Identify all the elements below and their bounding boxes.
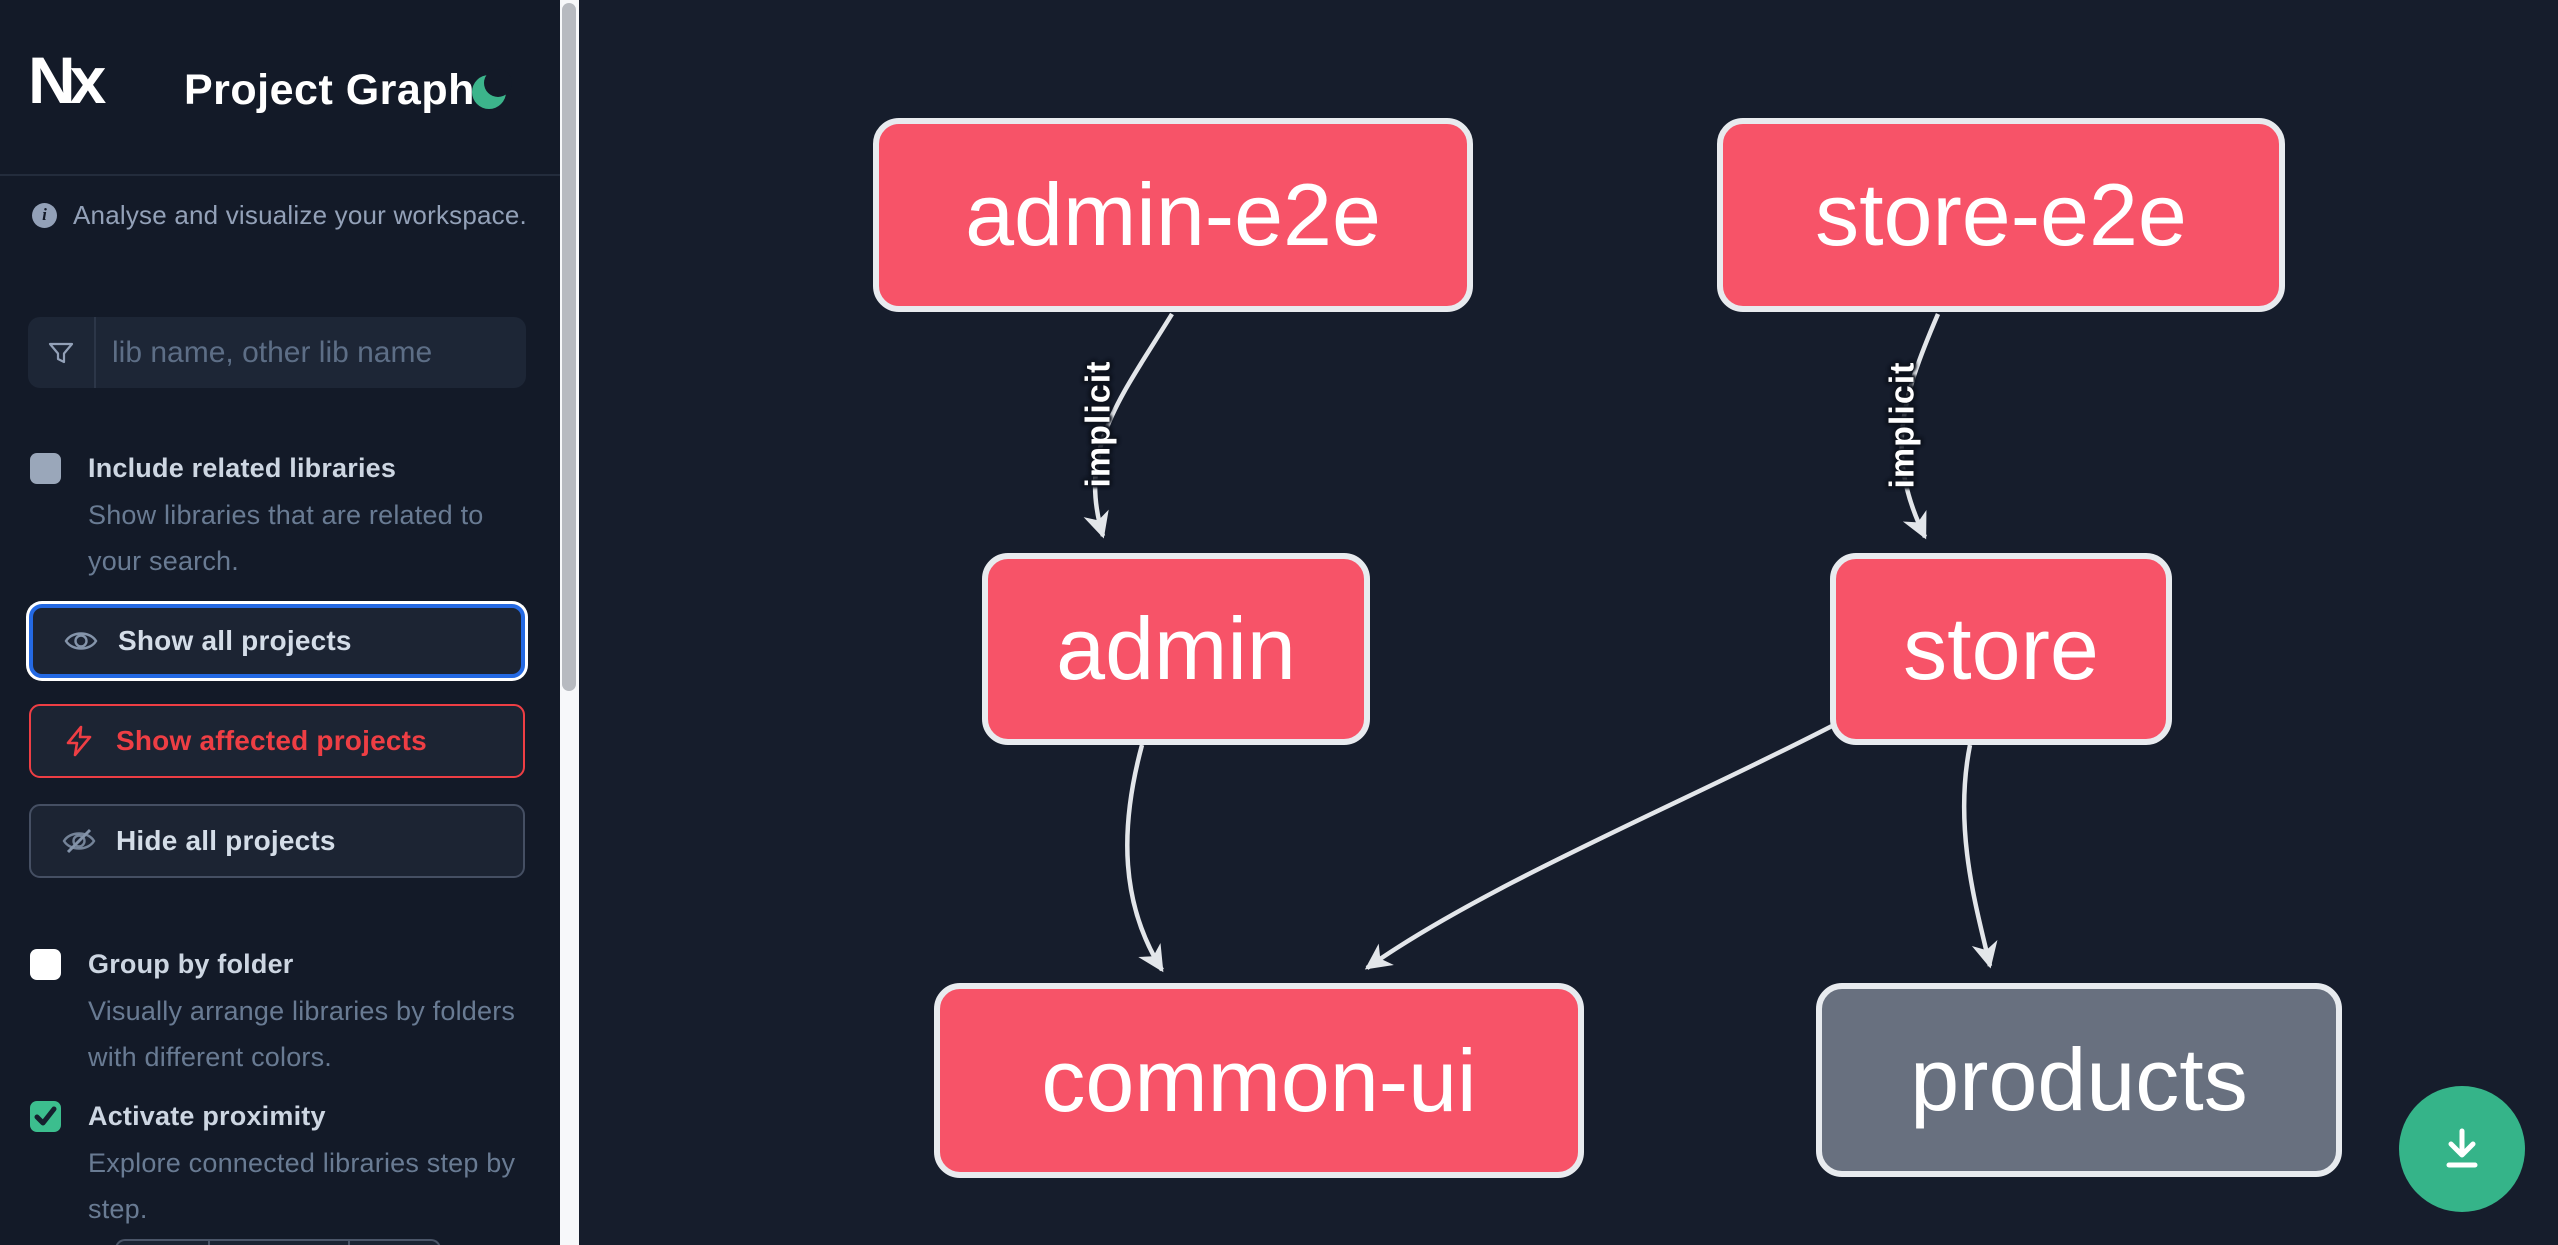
moon-icon xyxy=(468,69,512,115)
workspace-tagline: Analyse and visualize your workspace. xyxy=(73,199,527,230)
toggle-label: Activate proximity xyxy=(88,1101,326,1131)
include-related-checkbox[interactable] xyxy=(30,453,61,484)
node-admin[interactable]: admin xyxy=(982,553,1370,745)
toggle-description: Visually arrange libraries by folders wi… xyxy=(88,996,516,1072)
button-label: Hide all projects xyxy=(116,825,336,856)
show-affected-projects-button[interactable]: Show affected projects xyxy=(29,704,525,778)
edge-store-e2e-to-store xyxy=(1899,313,1941,540)
group-by-folder-checkbox[interactable] xyxy=(30,949,61,980)
header-divider xyxy=(0,174,560,176)
node-store-e2e[interactable]: store-e2e xyxy=(1717,118,2285,312)
edge-admin-to-common-ui xyxy=(1125,744,1164,973)
hide-all-projects-button[interactable]: Hide all projects xyxy=(29,804,525,878)
eye-icon xyxy=(63,623,99,659)
dependency-edges xyxy=(1083,312,1998,973)
scrollbar-thumb[interactable] xyxy=(562,3,576,691)
toggle-activate-proximity: Activate proximity Explore connected lib… xyxy=(30,1098,530,1232)
filter-funnel-icon xyxy=(28,317,96,388)
button-label: Show affected projects xyxy=(116,725,427,756)
node-common-ui[interactable]: common-ui xyxy=(934,983,1584,1178)
node-store[interactable]: store xyxy=(1830,553,2172,745)
toggle-label: Group by folder xyxy=(88,949,294,979)
button-label: Show all projects xyxy=(118,625,352,656)
sidebar-scrollbar xyxy=(560,0,579,1245)
bolt-icon xyxy=(61,724,97,758)
edge-store-to-products xyxy=(1961,744,1998,969)
search-input[interactable] xyxy=(96,317,526,388)
node-products[interactable]: products xyxy=(1816,983,2342,1177)
edge-admin-e2e-to-admin xyxy=(1083,312,1174,539)
toggle-label: Include related libraries xyxy=(88,453,397,483)
toggle-description: Explore connected libraries step by step… xyxy=(88,1148,516,1224)
sidebar: Nx Project Graph i Analyse and visualize… xyxy=(0,0,560,1245)
toggle-group-by-folder: Group by folder Visually arrange librari… xyxy=(30,946,530,1080)
eye-off-icon xyxy=(61,823,97,859)
dark-mode-toggle[interactable] xyxy=(468,68,512,112)
graph-canvas[interactable]: implicit implicit admin-e2e store-e2e ad… xyxy=(579,0,2558,1245)
show-all-projects-button[interactable]: Show all projects xyxy=(29,604,525,678)
toggle-description: Show libraries that are related to your … xyxy=(88,500,484,576)
node-admin-e2e[interactable]: admin-e2e xyxy=(873,118,1473,312)
edge-store-to-common-ui xyxy=(1364,724,1834,970)
project-filter xyxy=(28,317,526,388)
sidebar-header: Nx Project Graph xyxy=(0,0,560,175)
info-icon: i xyxy=(32,202,57,228)
toggle-include-related: Include related libraries Show libraries… xyxy=(30,450,530,584)
nx-logo: Nx xyxy=(28,43,106,117)
proximity-stepper[interactable] xyxy=(115,1239,441,1245)
workspace-tagline-row: i Analyse and visualize your workspace. xyxy=(32,200,532,230)
activate-proximity-checkbox[interactable] xyxy=(30,1101,61,1132)
page-title: Project Graph xyxy=(184,66,475,114)
download-icon xyxy=(2435,1121,2489,1178)
download-graph-button[interactable] xyxy=(2399,1086,2525,1212)
